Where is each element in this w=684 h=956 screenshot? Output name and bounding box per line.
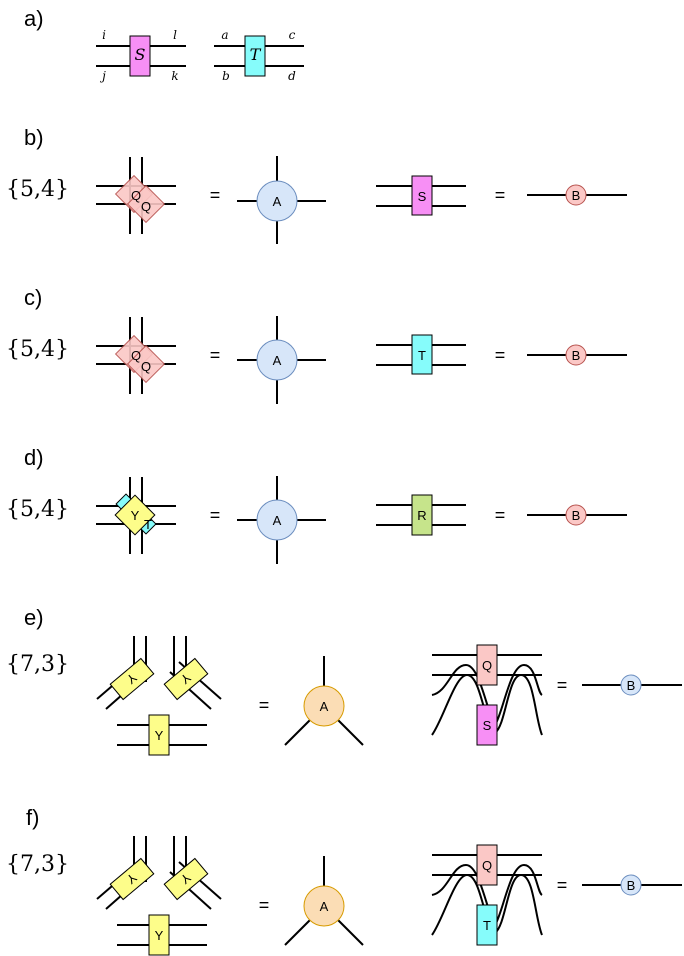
panel-e-y-left: Y bbox=[96, 636, 155, 710]
panel-b-label: b) bbox=[24, 125, 44, 150]
panel-f-label: f) bbox=[26, 805, 39, 830]
panel-e-node-a: A bbox=[284, 656, 364, 746]
panel-d-b-label: B bbox=[572, 508, 581, 523]
panel-f-qt-network: Q T bbox=[431, 844, 543, 946]
panel-e-tiling: {7,3} bbox=[6, 652, 69, 677]
panel-c-q-1-label: Q bbox=[131, 348, 141, 363]
panel-c-a-label: A bbox=[273, 353, 282, 368]
panel-d-node-b: B bbox=[527, 504, 627, 526]
index-j: j bbox=[99, 69, 106, 83]
panel-d-t-label: T bbox=[144, 517, 152, 532]
panel-d-y-tensor bbox=[114, 494, 156, 536]
panel-b-q-1-label: Q bbox=[131, 188, 141, 203]
panel-b: b) {5,4} Q Q = A S = bbox=[6, 125, 627, 244]
panel-c-t-label: T bbox=[418, 348, 426, 363]
tensor-s-label: S bbox=[135, 45, 146, 64]
panel-c-label: c) bbox=[24, 285, 42, 310]
panel-e-b-label: B bbox=[627, 678, 636, 693]
panel-d-equals-2: = bbox=[495, 505, 506, 525]
panel-c-rect-t: T bbox=[376, 334, 466, 375]
index-i: i bbox=[102, 28, 106, 42]
index-d: d bbox=[288, 69, 296, 83]
panel-e-a-label: A bbox=[320, 699, 329, 714]
panel-f-y-left: Y bbox=[96, 836, 155, 910]
panel-d-tiling: {5,4} bbox=[6, 497, 69, 522]
panel-d: d) {5,4} Y T = A R = bbox=[6, 445, 627, 564]
panel-b-q-pair: Q Q bbox=[96, 157, 176, 234]
panel-d-y-label: Y bbox=[131, 508, 140, 523]
panel-e: e) {7,3} Y Y Y = bbox=[6, 605, 682, 756]
tensor-s-definition: S i l j k bbox=[96, 28, 186, 83]
index-l: l bbox=[173, 28, 177, 42]
panel-b-s-label: S bbox=[418, 189, 427, 204]
panel-b-node-b: B bbox=[527, 184, 627, 206]
panel-c-equals-1: = bbox=[210, 345, 221, 365]
panel-d-equals-1: = bbox=[210, 505, 221, 525]
panel-b-tiling: {5,4} bbox=[6, 177, 69, 202]
panel-d-r-label: R bbox=[417, 508, 426, 523]
panel-b-q-tensor-2 bbox=[126, 184, 166, 224]
panel-c-q-pair: Q Q bbox=[96, 317, 176, 394]
panel-b-a-label: A bbox=[273, 194, 282, 209]
panel-e-node-b: B bbox=[582, 674, 682, 696]
panel-e-equals-1: = bbox=[259, 695, 270, 715]
panel-e-qs-network: Q S bbox=[431, 644, 543, 746]
tensor-t-box bbox=[244, 35, 266, 77]
panel-c: c) {5,4} Q Q = A T = bbox=[6, 285, 627, 404]
index-c: c bbox=[289, 28, 296, 42]
index-b: b bbox=[222, 69, 230, 83]
panel-f-y-right: Y bbox=[163, 836, 222, 910]
panel-c-node-a: A bbox=[237, 316, 326, 404]
panel-d-node-a: A bbox=[237, 476, 326, 564]
panel-b-b-label: B bbox=[572, 188, 581, 203]
panel-c-q-tensor-2 bbox=[126, 344, 166, 384]
tensor-s-box bbox=[129, 35, 151, 77]
panel-d-a-label: A bbox=[273, 513, 282, 528]
panel-d-yt-pair: Y T bbox=[96, 477, 176, 554]
panel-a-label: a) bbox=[24, 6, 44, 31]
panel-f-tiling: {7,3} bbox=[6, 852, 69, 877]
panel-a: a) S i l j k T a c b d bbox=[24, 6, 304, 83]
panel-f-y-bottom-label: Y bbox=[155, 928, 164, 943]
panel-b-equals-1: = bbox=[210, 185, 221, 205]
panel-e-label: e) bbox=[24, 605, 44, 630]
panel-e-s-label: S bbox=[483, 718, 492, 733]
panel-f-y-bottom: Y bbox=[117, 914, 207, 956]
panel-f-a-label: A bbox=[320, 899, 329, 914]
panel-c-b-label: B bbox=[572, 348, 581, 363]
panel-b-rect-s: S bbox=[376, 175, 466, 216]
panel-b-q-2-label: Q bbox=[141, 199, 151, 214]
panel-e-y-bottom-label: Y bbox=[155, 728, 164, 743]
panel-f-q-label: Q bbox=[482, 858, 492, 873]
panel-e-y-right: Y bbox=[163, 636, 222, 710]
panel-b-node-a: A bbox=[237, 156, 326, 244]
panel-f-b-label: B bbox=[627, 878, 636, 893]
index-k: k bbox=[171, 69, 178, 83]
tensor-t-label: T bbox=[250, 45, 262, 64]
panel-d-rect-r: R bbox=[376, 494, 466, 536]
panel-e-equals-2: = bbox=[557, 675, 568, 695]
panel-b-equals-2: = bbox=[495, 185, 506, 205]
panel-c-q-2-label: Q bbox=[141, 359, 151, 374]
panel-c-node-b: B bbox=[527, 344, 627, 366]
panel-c-tiling: {5,4} bbox=[6, 337, 69, 362]
panel-f-equals-2: = bbox=[557, 875, 568, 895]
panel-f-node-a: A bbox=[284, 856, 364, 946]
panel-f: f) {7,3} Y Y Y = bbox=[6, 805, 682, 956]
panel-d-label: d) bbox=[24, 445, 44, 470]
panel-f-t-label: T bbox=[483, 918, 491, 933]
panel-e-q-label: Q bbox=[482, 658, 492, 673]
panel-f-node-b: B bbox=[582, 874, 682, 896]
index-a: a bbox=[221, 28, 228, 42]
tensor-t-definition: T a c b d bbox=[214, 28, 304, 83]
panel-e-y-bottom: Y bbox=[117, 714, 207, 756]
panel-c-equals-2: = bbox=[495, 345, 506, 365]
panel-f-equals-1: = bbox=[259, 895, 270, 915]
